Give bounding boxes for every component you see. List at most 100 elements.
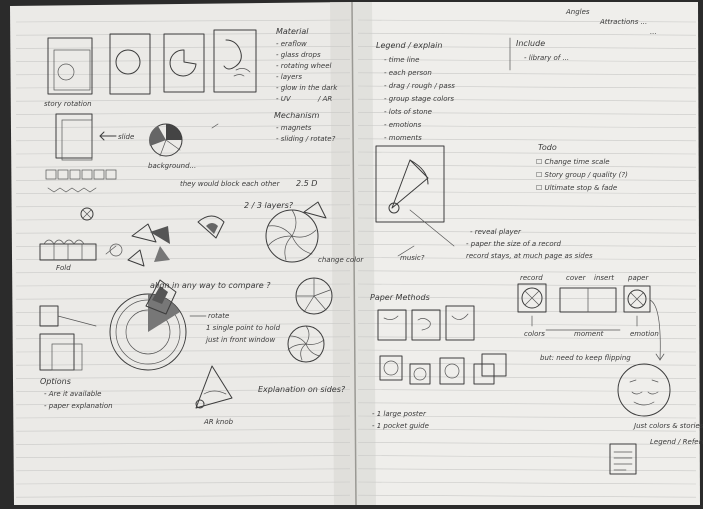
rule-line [357, 336, 697, 340]
material-item: - glow in the dark [276, 84, 338, 92]
rule-line [15, 455, 351, 458]
label-change-colors: change color [318, 256, 364, 264]
label-just-front: just in front window [205, 336, 275, 344]
cross-circle [80, 207, 94, 221]
mechanism-item: - magnets [276, 124, 312, 132]
rule-line [15, 389, 351, 392]
rule-line [357, 455, 697, 458]
poster-sketch-1 [47, 37, 93, 95]
option-are-it: - Are it available [44, 390, 101, 398]
rule-line [357, 112, 697, 115]
ruled-lines [15, 19, 697, 498]
poster-sketch-4 [213, 29, 257, 93]
label-explanation-sides: Explanation on sides? [258, 385, 346, 394]
legend-item: - drag / rough / pass [384, 82, 455, 90]
rule-line [357, 230, 697, 234]
rule-line [15, 468, 351, 472]
material-item: / AR [317, 95, 332, 103]
material-item: - eraflow [276, 40, 307, 48]
label-emotion: emotion [630, 330, 659, 338]
rule-line [357, 204, 697, 208]
rule-line [15, 310, 351, 313]
rule-line [357, 468, 697, 472]
rule-line [357, 296, 697, 300]
flow-label: insert [594, 274, 614, 282]
top-note: Attractions ... [599, 18, 647, 26]
left-sketches [39, 29, 333, 409]
legend-item: - emotions [384, 121, 422, 129]
rule-line [15, 362, 351, 366]
rule-line [357, 59, 697, 62]
rule-line [15, 85, 351, 89]
todo-item: ☐ Change time scale [536, 158, 610, 166]
label-colors: colors [524, 330, 545, 338]
rule-line [357, 138, 697, 142]
rule-line [15, 138, 351, 142]
legend-item: - time line [384, 56, 419, 64]
flow-label: paper [627, 274, 649, 282]
todo-item: ☐ Ultimate stop & fade [536, 184, 617, 192]
todo-item: ☐ Story group / quality (?) [536, 171, 628, 179]
record-cover-sketch [375, 145, 445, 223]
rule-line [15, 257, 351, 260]
paper-box [623, 285, 651, 313]
rule-line [15, 323, 351, 326]
legend-title: Legend / explain [376, 41, 442, 50]
label-music: music? [400, 254, 425, 262]
rule-line [15, 296, 351, 300]
rule-line [15, 204, 351, 208]
rule-line [15, 151, 351, 155]
label-rotate: rotate [208, 312, 229, 320]
label-they-would: they would block each other [180, 180, 281, 188]
left-text: Material - eraflow- glass drops- rotatin… [40, 27, 364, 426]
legend-item: - moments [384, 134, 422, 142]
fold-sketch [39, 239, 97, 261]
label-single-point: 1 single point to hold [206, 324, 281, 332]
label-layers: 2 / 3 layers? [244, 201, 294, 210]
rule-line [15, 244, 351, 247]
rule-line [357, 481, 697, 485]
rule-line [15, 283, 351, 287]
rule-line [357, 98, 697, 102]
rule-line [357, 428, 697, 432]
poster-sketch-3 [163, 33, 205, 93]
rule-line [15, 59, 351, 62]
rule-line [357, 164, 697, 168]
bottom-left-note: - 1 pocket guide [372, 422, 429, 430]
rule-line [15, 191, 351, 194]
option-paper-explanation: - paper explanation [44, 402, 113, 410]
bottom-left-note: - 1 large poster [372, 410, 427, 418]
rule-line [15, 164, 351, 168]
rule-line [15, 98, 351, 102]
bottom-right-note: Legend / Reference... [650, 438, 703, 446]
right-page-paper [352, 2, 700, 505]
options-title: Options [40, 377, 71, 386]
mechanism-title: Mechanism [274, 111, 320, 120]
rule-line [357, 349, 697, 353]
legend-card-sketch [609, 443, 637, 475]
rule-line [357, 125, 697, 128]
rule-line [15, 46, 351, 49]
rule-line [357, 178, 697, 181]
ar-knob-sketch [195, 365, 233, 409]
rule-line [15, 336, 351, 340]
rule-line [15, 481, 351, 485]
label-fold: Fold [56, 264, 71, 272]
label-2-5-d: 2.5 D [296, 179, 317, 188]
bottom-right-note: Just colors & stories [632, 422, 703, 430]
rule-line [357, 257, 697, 260]
legend-item: - group stage colors [384, 95, 454, 103]
flow-label: cover [566, 274, 587, 282]
mechanism-item: - sliding / rotate? [276, 135, 336, 143]
record-box [517, 283, 547, 313]
top-note: Angles [565, 8, 590, 16]
rule-line [15, 72, 351, 76]
rule-line [357, 19, 697, 23]
include-title: Include [516, 39, 545, 48]
middle-note: - reveal player [470, 228, 522, 236]
material-title: Material [276, 27, 309, 36]
left-page-paper [10, 2, 356, 505]
rule-line [15, 494, 351, 498]
